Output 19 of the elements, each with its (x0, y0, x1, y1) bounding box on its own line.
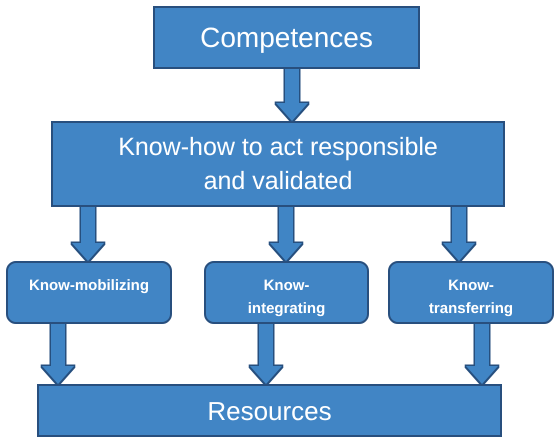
block-arrow (466, 324, 498, 384)
process-box (153, 6, 420, 69)
block-arrow (72, 207, 104, 261)
block-arrow (276, 69, 308, 121)
box-label: Know-transferring (428, 276, 514, 319)
process-box (51, 121, 505, 207)
block-arrow (270, 207, 302, 261)
box-label: Know-mobilizing (29, 276, 149, 296)
process-box (6, 261, 172, 324)
block-arrow (42, 324, 74, 384)
box-label: Know-integrating (246, 276, 326, 319)
block-arrow (443, 207, 475, 261)
block-arrow (250, 324, 282, 384)
process-box (37, 384, 502, 437)
process-box (388, 261, 554, 324)
box-label: Resources (207, 394, 332, 426)
process-box (204, 261, 369, 324)
box-label: Know-how to act responsible and validated (117, 132, 439, 197)
box-label: Competences (200, 20, 373, 54)
